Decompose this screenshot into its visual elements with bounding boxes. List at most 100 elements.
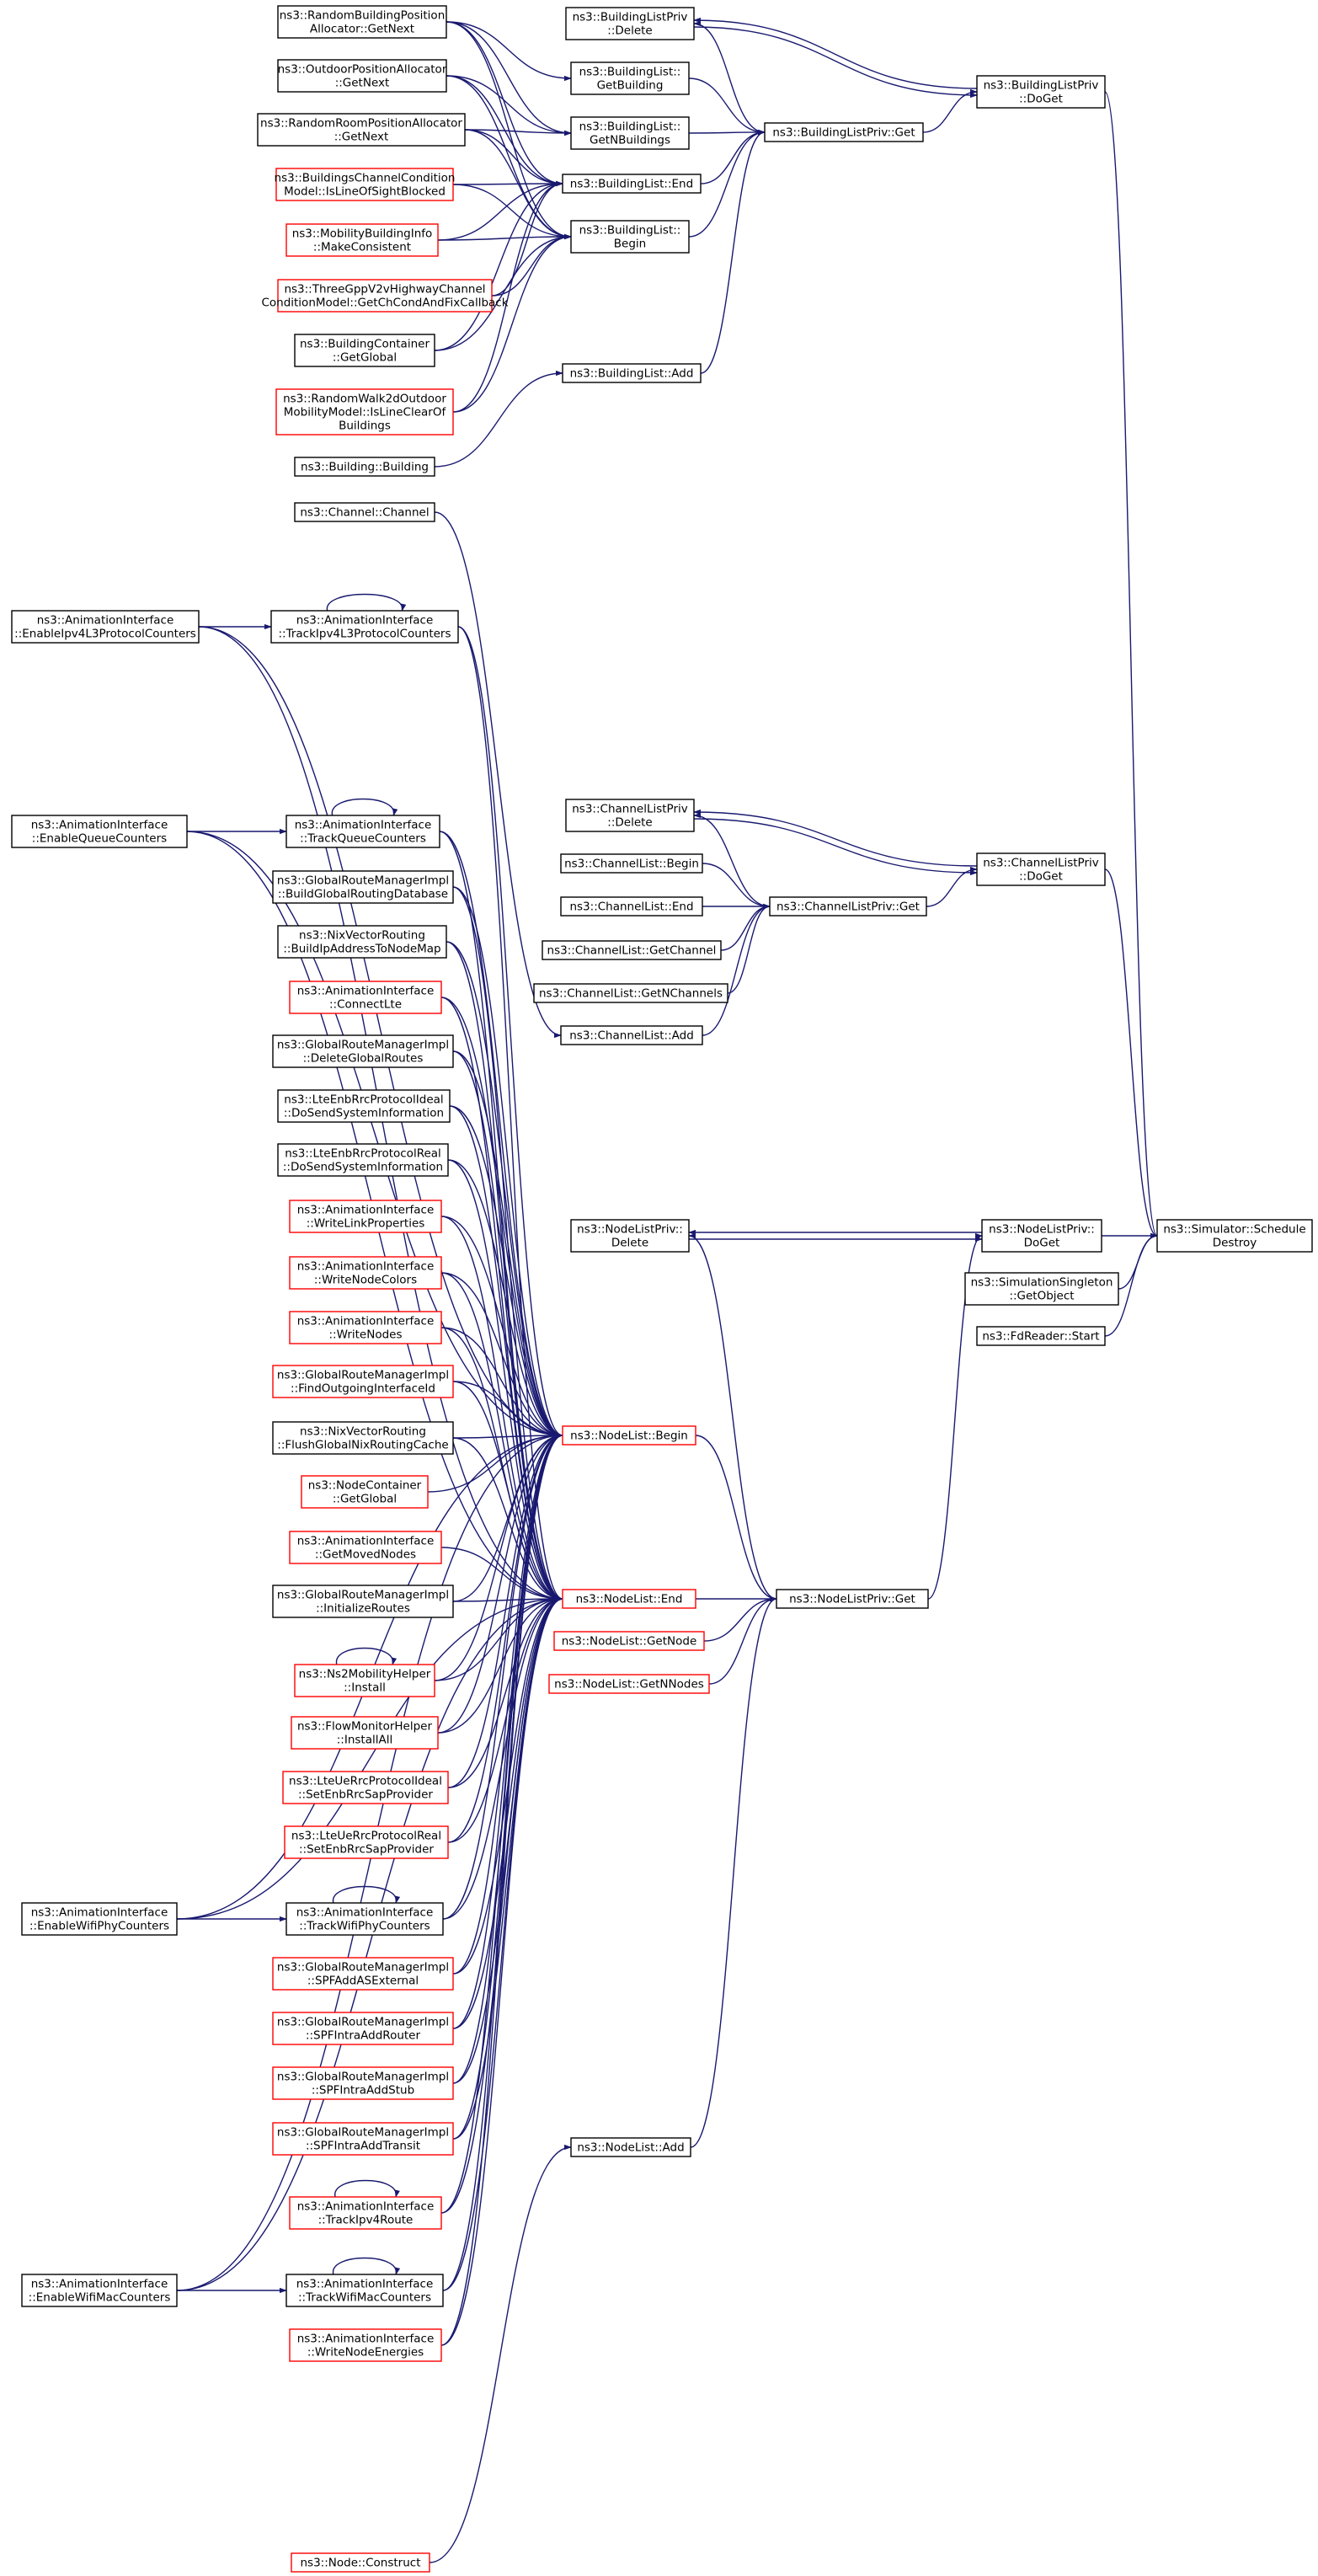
function-node[interactable]: ns3::ChannelList::End (560, 896, 703, 917)
function-node[interactable]: ns3::BuildingList::Add (562, 363, 702, 383)
function-node[interactable]: ns3::AnimationInterface::EnableIpv4L3Pro… (11, 610, 200, 644)
function-node[interactable]: ns3::ChannelList::Add (560, 1025, 703, 1045)
call-edge (1104, 1232, 1158, 1337)
function-node[interactable]: ns3::ChannelList::GetChannel (542, 940, 722, 960)
function-node[interactable]: ns3::BuildingList::Begin (570, 220, 690, 254)
function-node[interactable]: ns3::AnimationInterface::TrackIpv4Route (289, 2196, 442, 2230)
node-label: ::WriteNodeColors (314, 1274, 417, 1287)
function-node[interactable]: ns3::NodeList::GetNNodes (548, 1674, 710, 1694)
edge-layer (176, 17, 1158, 2563)
function-node[interactable]: ns3::FdReader::Start (976, 1326, 1106, 1346)
function-node[interactable]: ns3::SimulationSingleton::GetObject (964, 1272, 1119, 1306)
node-label: ns3::NodeList::GetNode (562, 1635, 697, 1649)
function-node[interactable]: ns3::NixVectorRouting::FlushGlobalNixRou… (272, 1421, 454, 1455)
function-node[interactable]: ns3::AnimationInterface::TrackQueueCount… (285, 815, 440, 848)
function-node[interactable]: ns3::AnimationInterface::WriteNodeColors (289, 1256, 442, 1290)
function-node[interactable]: ns3::MobilityBuildingInfo::MakeConsisten… (285, 223, 439, 257)
function-node[interactable]: ns3::Building::Building (294, 457, 435, 477)
function-node[interactable]: ns3::GlobalRouteManagerImpl::SPFAddASExt… (272, 1957, 454, 1991)
function-node[interactable]: ns3::NodeListPriv::Delete (570, 1219, 690, 1253)
node-label: ns3::OutdoorPositionAllocator (278, 63, 447, 77)
function-node[interactable]: ns3::GlobalRouteManagerImpl::SPFIntraAdd… (272, 2122, 454, 2156)
function-node[interactable]: ns3::LteUeRrcProtocolIdeal::SetEnbRrcSap… (282, 1771, 449, 1804)
call-edge (688, 129, 766, 136)
function-node[interactable]: ns3::RandomRoomPositionAllocator::GetNex… (257, 113, 466, 147)
function-node[interactable]: ns3::AnimationInterface::WriteLinkProper… (289, 1200, 442, 1233)
function-node[interactable]: ns3::LteEnbRrcProtocolIdeal::DoSendSyste… (277, 1089, 451, 1123)
node-label: ns3::BuildingList:: (579, 224, 681, 238)
function-node[interactable]: ns3::RandomWalk2dOutdoorMobilityModel::I… (275, 388, 454, 436)
node-label: ::GetGlobal (333, 1493, 397, 1506)
function-node[interactable]: ns3::RandomBuildingPositionAllocator::Ge… (277, 5, 447, 39)
function-node[interactable]: ns3::ChannelListPriv::DoGet (976, 852, 1106, 886)
function-node[interactable]: ns3::OutdoorPositionAllocator::GetNext (277, 59, 447, 93)
function-node[interactable]: ns3::NodeList::Add (570, 2137, 691, 2157)
function-node[interactable]: ns3::BuildingsChannelConditionModel::IsL… (275, 168, 456, 201)
node-label: ns3::NixVectorRouting (300, 1425, 426, 1439)
function-node[interactable]: ns3::AnimationInterface::WriteNodeEnergi… (289, 2328, 442, 2362)
call-edge (434, 180, 563, 351)
function-node[interactable]: ns3::ChannelListPriv::Delete (565, 799, 695, 832)
node-box (272, 1585, 454, 1618)
function-node[interactable]: ns3::ChannelList::Begin (560, 853, 703, 874)
function-node[interactable]: ns3::NodeList::End (562, 1589, 696, 1609)
function-node[interactable]: ns3::AnimationInterface::EnableWifiPhyCo… (21, 1902, 178, 1936)
node-label: ::EnableWifiMacCounters (29, 2291, 171, 2305)
function-node[interactable]: ns3::AnimationInterface::ConnectLte (289, 981, 442, 1014)
node-label: ns3::NixVectorRouting (299, 929, 425, 943)
function-node[interactable]: ns3::BuildingListPriv::DoGet (976, 75, 1106, 109)
call-edge (452, 180, 563, 413)
function-node[interactable]: ns3::GlobalRouteManagerImpl::SPFIntraAdd… (272, 2012, 454, 2045)
function-node[interactable]: ns3::AnimationInterface::EnableQueueCoun… (11, 815, 188, 848)
function-node[interactable]: ns3::FlowMonitorHelper::InstallAll (291, 1716, 439, 1750)
function-node[interactable]: ns3::BuildingListPriv::Get (764, 122, 924, 142)
function-node[interactable]: ns3::AnimationInterface::WriteNodes (289, 1311, 442, 1344)
node-label: ns3::NodeList::GetNNodes (554, 1678, 704, 1692)
function-node[interactable]: ns3::BuildingList::GetNBuildings (570, 116, 690, 150)
node-label: Model::IsLineOfSightBlocked (284, 185, 446, 199)
function-node[interactable]: ns3::Channel::Channel (294, 502, 435, 522)
node-label: ::GetGlobal (333, 351, 397, 365)
function-node[interactable]: ns3::NodeListPriv::DoGet (981, 1219, 1102, 1253)
function-node[interactable]: ns3::BuildingList::End (562, 174, 702, 194)
call-edge (452, 184, 572, 240)
function-node[interactable]: ns3::AnimationInterface::TrackWifiMacCou… (285, 2274, 444, 2307)
function-node[interactable]: ns3::LteUeRrcProtocolReal::SetEnbRrcSapP… (284, 1825, 449, 1859)
call-edge (446, 21, 572, 136)
node-label: ns3::GlobalRouteManagerImpl (277, 1369, 449, 1382)
function-node[interactable]: ns3::NodeListPriv::Get (776, 1589, 929, 1609)
function-node[interactable]: ns3::GlobalRouteManagerImpl::FindOutgoin… (272, 1365, 454, 1398)
function-node[interactable]: ns3::GlobalRouteManagerImpl::DeleteGloba… (272, 1034, 454, 1068)
function-node[interactable]: ns3::Ns2MobilityHelper::Install (294, 1664, 435, 1697)
function-node[interactable]: ns3::Node::Construct (291, 2552, 430, 2573)
function-node[interactable]: ns3::NodeContainer::GetGlobal (301, 1475, 429, 1509)
node-label: ::SPFIntraAddTransit (306, 2140, 420, 2153)
function-node[interactable]: ns3::ChannelList::GetNChannels (533, 983, 728, 1003)
node-box (277, 279, 493, 313)
function-node[interactable]: ns3::ChannelListPriv::Get (769, 896, 927, 917)
call-edge (434, 233, 572, 351)
function-node[interactable]: ns3::BuildingListPriv::Delete (565, 7, 695, 40)
call-edge (186, 831, 563, 1439)
function-node[interactable]: ns3::AnimationInterface::EnableWifiMacCo… (21, 2274, 178, 2307)
node-label: ::Delete (607, 24, 652, 38)
call-edge (440, 1216, 563, 1439)
function-node[interactable]: ns3::NodeList::GetNode (553, 1631, 705, 1651)
function-node[interactable]: ns3::GlobalRouteManagerImpl::SPFIntraAdd… (272, 2066, 454, 2100)
node-label: ns3::AnimationInterface (297, 1260, 435, 1274)
function-node[interactable]: ns3::AnimationInterface::GetMovedNodes (289, 1531, 442, 1564)
function-node[interactable]: ns3::GlobalRouteManagerImpl::BuildGlobal… (272, 870, 454, 904)
node-label: ns3::AnimationInterface (296, 1906, 434, 1920)
function-node[interactable]: ns3::NixVectorRouting::BuildIpAddressToN… (277, 925, 447, 959)
function-node[interactable]: ns3::LteEnbRrcProtocolReal::DoSendSystem… (277, 1143, 449, 1177)
function-node[interactable]: ns3::ThreeGppV2vHighwayChannelConditionM… (261, 279, 509, 313)
function-node[interactable]: ns3::AnimationInterface::TrackWifiPhyCou… (285, 1902, 444, 1936)
call-edge (464, 129, 572, 136)
node-box (562, 1589, 696, 1609)
function-node[interactable]: ns3::BuildingList::GetBuilding (570, 61, 690, 95)
function-node[interactable]: ns3::BuildingContainer::GetGlobal (294, 334, 435, 367)
function-node[interactable]: ns3::NodeList::Begin (562, 1425, 696, 1446)
node-box (570, 61, 690, 95)
function-node[interactable]: ns3::AnimationInterface::TrackIpv4L3Prot… (270, 610, 459, 644)
function-node[interactable]: ns3::GlobalRouteManagerImpl::InitializeR… (272, 1585, 454, 1618)
